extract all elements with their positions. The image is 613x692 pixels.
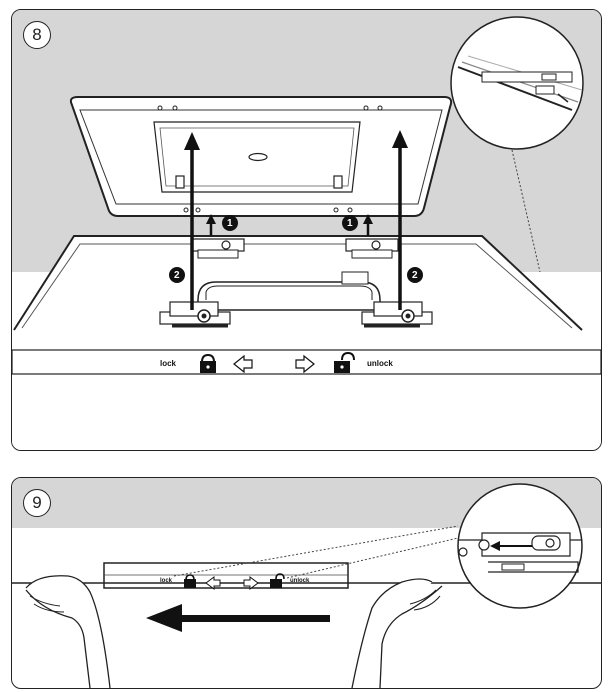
unlock-label-small: unlock — [290, 578, 310, 584]
step-9-panel: 9 — [11, 477, 602, 689]
right-upper-latch — [345, 238, 399, 259]
detail-magnifier — [450, 16, 584, 150]
lock-icon-small — [184, 574, 196, 588]
detail-latch-slide — [458, 532, 582, 573]
right-lower-latch — [361, 301, 433, 328]
callout-2-left-label: 2 — [174, 270, 180, 281]
lift-arrows — [184, 130, 408, 310]
short-arrows — [206, 214, 373, 236]
arrow-right-icon — [295, 354, 315, 374]
callout-1-right — [342, 215, 358, 231]
callout-1-left — [222, 215, 238, 231]
detail-latch-angles — [457, 55, 583, 111]
step-8-panel: 8 — [11, 9, 602, 451]
lock-icon — [200, 353, 216, 373]
lock-label-small: lock — [160, 578, 173, 584]
unlock-icon-small — [270, 573, 285, 588]
unlock-label: unlock — [367, 359, 393, 368]
lock-label: lock — [160, 359, 177, 368]
callout-2-left — [169, 267, 185, 283]
callout-1-right-label: 1 — [347, 218, 353, 229]
callout-2-right — [407, 267, 423, 283]
left-lower-latch — [159, 301, 231, 328]
callout-1-left-label: 1 — [227, 218, 233, 229]
step-8-illustration — [12, 10, 601, 450]
callout-2-right-label: 2 — [412, 270, 418, 281]
tv-panel — [69, 96, 453, 217]
unlock-icon — [334, 351, 355, 373]
step-9-illustration — [12, 478, 601, 688]
arrow-right-icon-small — [243, 576, 259, 590]
arrow-left-icon — [233, 354, 253, 374]
step-8-number: 8 — [23, 21, 51, 49]
right-hand — [351, 578, 443, 688]
left-upper-latch — [191, 238, 245, 259]
left-hand — [25, 575, 111, 688]
arrow-left-icon-small — [205, 576, 221, 590]
step-9-number: 9 — [23, 489, 51, 517]
slide-left-arrow — [146, 604, 330, 632]
